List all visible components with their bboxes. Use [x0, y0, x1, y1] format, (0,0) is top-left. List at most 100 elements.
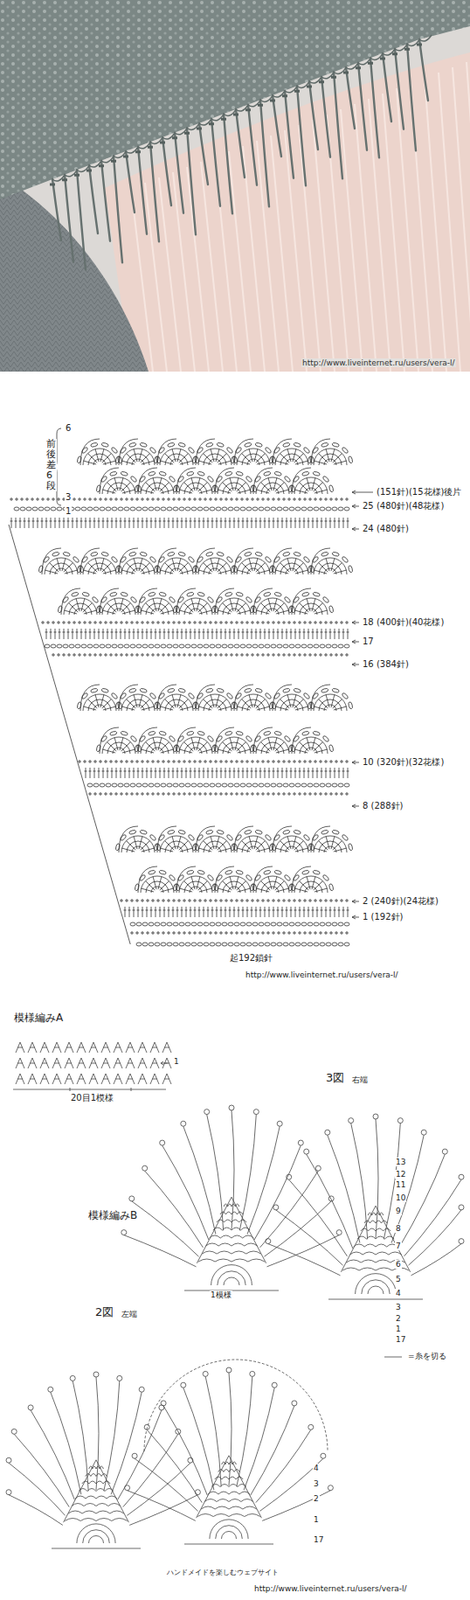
- chart-label: http://www.liveinternet.ru/users/vera-l/: [244, 969, 400, 979]
- picot-symbol: [51, 551, 60, 557]
- picot-tip: [48, 1385, 54, 1391]
- picot-symbol: [187, 555, 195, 563]
- picot-symbol: [341, 446, 349, 454]
- picot-symbol: [139, 551, 148, 557]
- picot-tip: [328, 1195, 334, 1201]
- picot-symbol: [149, 833, 157, 841]
- picot-symbol: [166, 551, 175, 557]
- chart-label: 右端: [351, 1074, 369, 1084]
- picot-symbol: [255, 442, 263, 448]
- picot-tip: [159, 1139, 166, 1145]
- single-crochet-row: [41, 620, 349, 624]
- picot-tip: [69, 1374, 76, 1380]
- row-label: (151針)(15花様)後片: [375, 486, 463, 498]
- picot-symbol: [158, 470, 167, 477]
- fringe-chains: [124, 1109, 339, 1266]
- picot-symbol: [139, 829, 148, 835]
- picot-symbol: [197, 591, 206, 597]
- chart-label: 模様編みB: [87, 1209, 139, 1222]
- picot-symbol: [110, 691, 118, 699]
- picot-symbol: [255, 551, 263, 557]
- picot-symbol: [186, 591, 194, 597]
- chart-label: 7: [394, 1240, 402, 1250]
- picot-symbol: [245, 595, 253, 603]
- row-label: 18 (400針)(40花様): [361, 616, 445, 628]
- row-label: 前後差6段: [45, 438, 57, 491]
- picot-symbol: [312, 591, 321, 597]
- picot-symbol: [168, 873, 176, 881]
- picot-symbol: [128, 551, 137, 557]
- picot-symbol: [147, 470, 156, 477]
- picot-tip: [265, 1237, 271, 1244]
- picot-symbol: [322, 595, 330, 603]
- picot-symbol: [293, 442, 302, 448]
- picot-symbol: [158, 730, 167, 736]
- picot-symbol: [224, 470, 233, 477]
- picot-symbol: [341, 833, 349, 841]
- picot-tip: [129, 1195, 135, 1201]
- picot-symbol: [312, 730, 321, 736]
- picot-tip: [202, 1369, 208, 1376]
- picot-tip: [286, 1173, 292, 1179]
- picot-symbol: [347, 564, 353, 573]
- picot-symbol: [301, 591, 310, 597]
- chart-label: 20目1模様: [69, 1092, 115, 1103]
- fringe-chains: [8, 1375, 198, 1524]
- row-arrows: [352, 490, 374, 919]
- picot-symbol: [320, 551, 329, 557]
- chain-row: [44, 643, 350, 648]
- picot-tip: [249, 1369, 256, 1376]
- fan-symbols: [118, 825, 347, 852]
- fringe-chains: [268, 1118, 462, 1275]
- picot-symbol: [301, 730, 310, 736]
- picot-symbol: [274, 730, 283, 736]
- picot-symbol: [243, 551, 252, 557]
- pattern-a-chart: [13, 1041, 172, 1091]
- picot-symbol: [109, 470, 118, 477]
- chart-label: =糸を切る: [407, 1350, 448, 1360]
- picot-symbol: [320, 829, 329, 835]
- picot-symbol: [347, 455, 353, 464]
- picot-tip: [142, 1164, 148, 1170]
- picot-tip: [228, 1104, 235, 1110]
- picot-symbol: [147, 591, 156, 597]
- picot-symbol: [70, 591, 79, 597]
- picot-symbol: [312, 470, 321, 477]
- picot-symbol: [328, 882, 334, 891]
- picot-symbol: [178, 829, 187, 835]
- picot-symbol: [293, 551, 302, 557]
- picot-symbol: [322, 734, 330, 742]
- picot-symbol: [274, 591, 283, 597]
- picot-symbol: [216, 442, 225, 448]
- picot-symbol: [110, 446, 118, 454]
- picot-symbol: [282, 551, 291, 557]
- fan-symbols: [80, 684, 347, 711]
- chart-label: 2: [394, 1313, 402, 1322]
- double-crochet-row: [124, 905, 350, 917]
- pineapple-motif: [184, 1195, 279, 1290]
- picot-symbol: [158, 591, 167, 597]
- picot-symbol: [347, 842, 353, 851]
- chart-label: 12: [394, 1168, 407, 1178]
- picot-symbol: [128, 442, 137, 448]
- picot-symbol: [197, 869, 206, 875]
- picot-symbol: [120, 470, 129, 477]
- picot-symbol: [178, 442, 187, 448]
- picot-tip: [253, 1108, 259, 1114]
- picot-symbol: [235, 869, 244, 875]
- chart-label: 2: [312, 1492, 320, 1502]
- picot-tip: [93, 1370, 99, 1376]
- picot-symbol: [89, 442, 98, 448]
- picot-symbol: [158, 869, 167, 875]
- picot-symbol: [187, 833, 195, 841]
- picot-tip: [6, 1488, 12, 1494]
- picot-tip: [320, 1451, 326, 1458]
- picot-symbol: [224, 869, 233, 875]
- picot-symbol: [274, 869, 283, 875]
- fan-symbols: [99, 726, 328, 754]
- double-crochet-row: [10, 517, 350, 528]
- chart-label: 4: [312, 1462, 320, 1472]
- picot-symbol: [322, 475, 330, 483]
- chart-label: 17: [312, 1534, 325, 1543]
